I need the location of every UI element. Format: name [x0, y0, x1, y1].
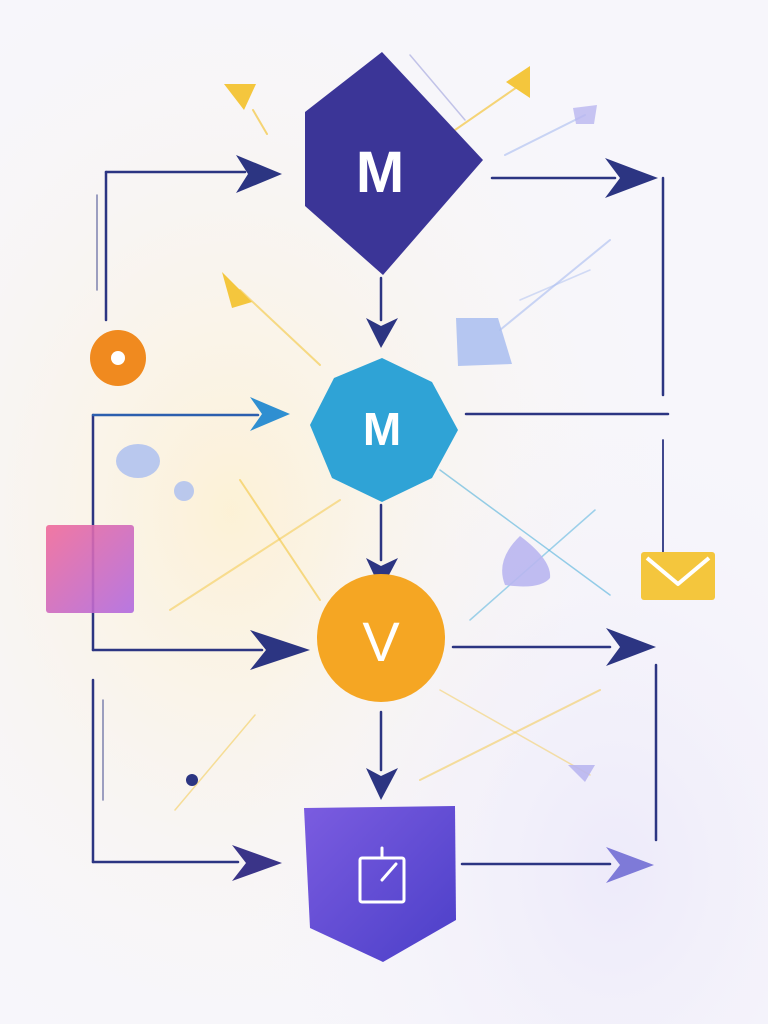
yellow-triangle-mid-left — [222, 272, 252, 308]
yellow-triangle-top-left — [224, 84, 256, 110]
arrowhead-right-bottom-left — [232, 845, 282, 881]
edit-square-icon — [358, 846, 406, 904]
light-blue-square — [456, 318, 512, 366]
arrowhead-right-bottom-right — [606, 847, 654, 883]
pink-square — [46, 525, 134, 613]
lavender-dot — [174, 481, 194, 501]
output-shield-shape — [304, 806, 456, 962]
navy-dot — [186, 774, 198, 786]
node-model[interactable]: M — [305, 52, 483, 275]
arrowheads — [232, 155, 658, 883]
decorative-strokes — [169, 54, 611, 811]
model-diamond-shape — [305, 52, 483, 275]
decorative-shapes — [46, 66, 715, 786]
arrowhead-down-1 — [366, 318, 398, 348]
arrowhead-right-top-left — [236, 155, 282, 193]
node-view[interactable]: V — [317, 574, 445, 702]
lavender-blob — [116, 444, 160, 478]
node-middle[interactable]: M — [310, 358, 458, 502]
connector-lines — [91, 170, 670, 866]
middle-label: M — [363, 403, 401, 455]
lavender-square-top-right — [573, 105, 597, 124]
view-circle-shape — [317, 574, 445, 702]
yellow-envelope-icon — [641, 552, 715, 600]
arrowhead-right-view-right — [606, 628, 656, 666]
arrowhead-right-middle-left — [250, 397, 290, 431]
arrowhead-down-3 — [366, 768, 398, 800]
node-output[interactable] — [304, 806, 456, 962]
orange-ring-center — [111, 351, 125, 365]
arrowhead-down-2 — [366, 558, 398, 590]
yellow-triangle-top-right — [506, 66, 530, 98]
arrowhead-right-view-left — [250, 630, 310, 670]
model-label: M — [356, 140, 404, 205]
middle-heptagon-shape — [310, 358, 458, 502]
arrowhead-right-top-right — [605, 158, 658, 198]
view-label: V — [362, 610, 400, 673]
lavender-teardrop — [502, 536, 551, 587]
lavender-triangle-lower-right — [568, 765, 595, 782]
